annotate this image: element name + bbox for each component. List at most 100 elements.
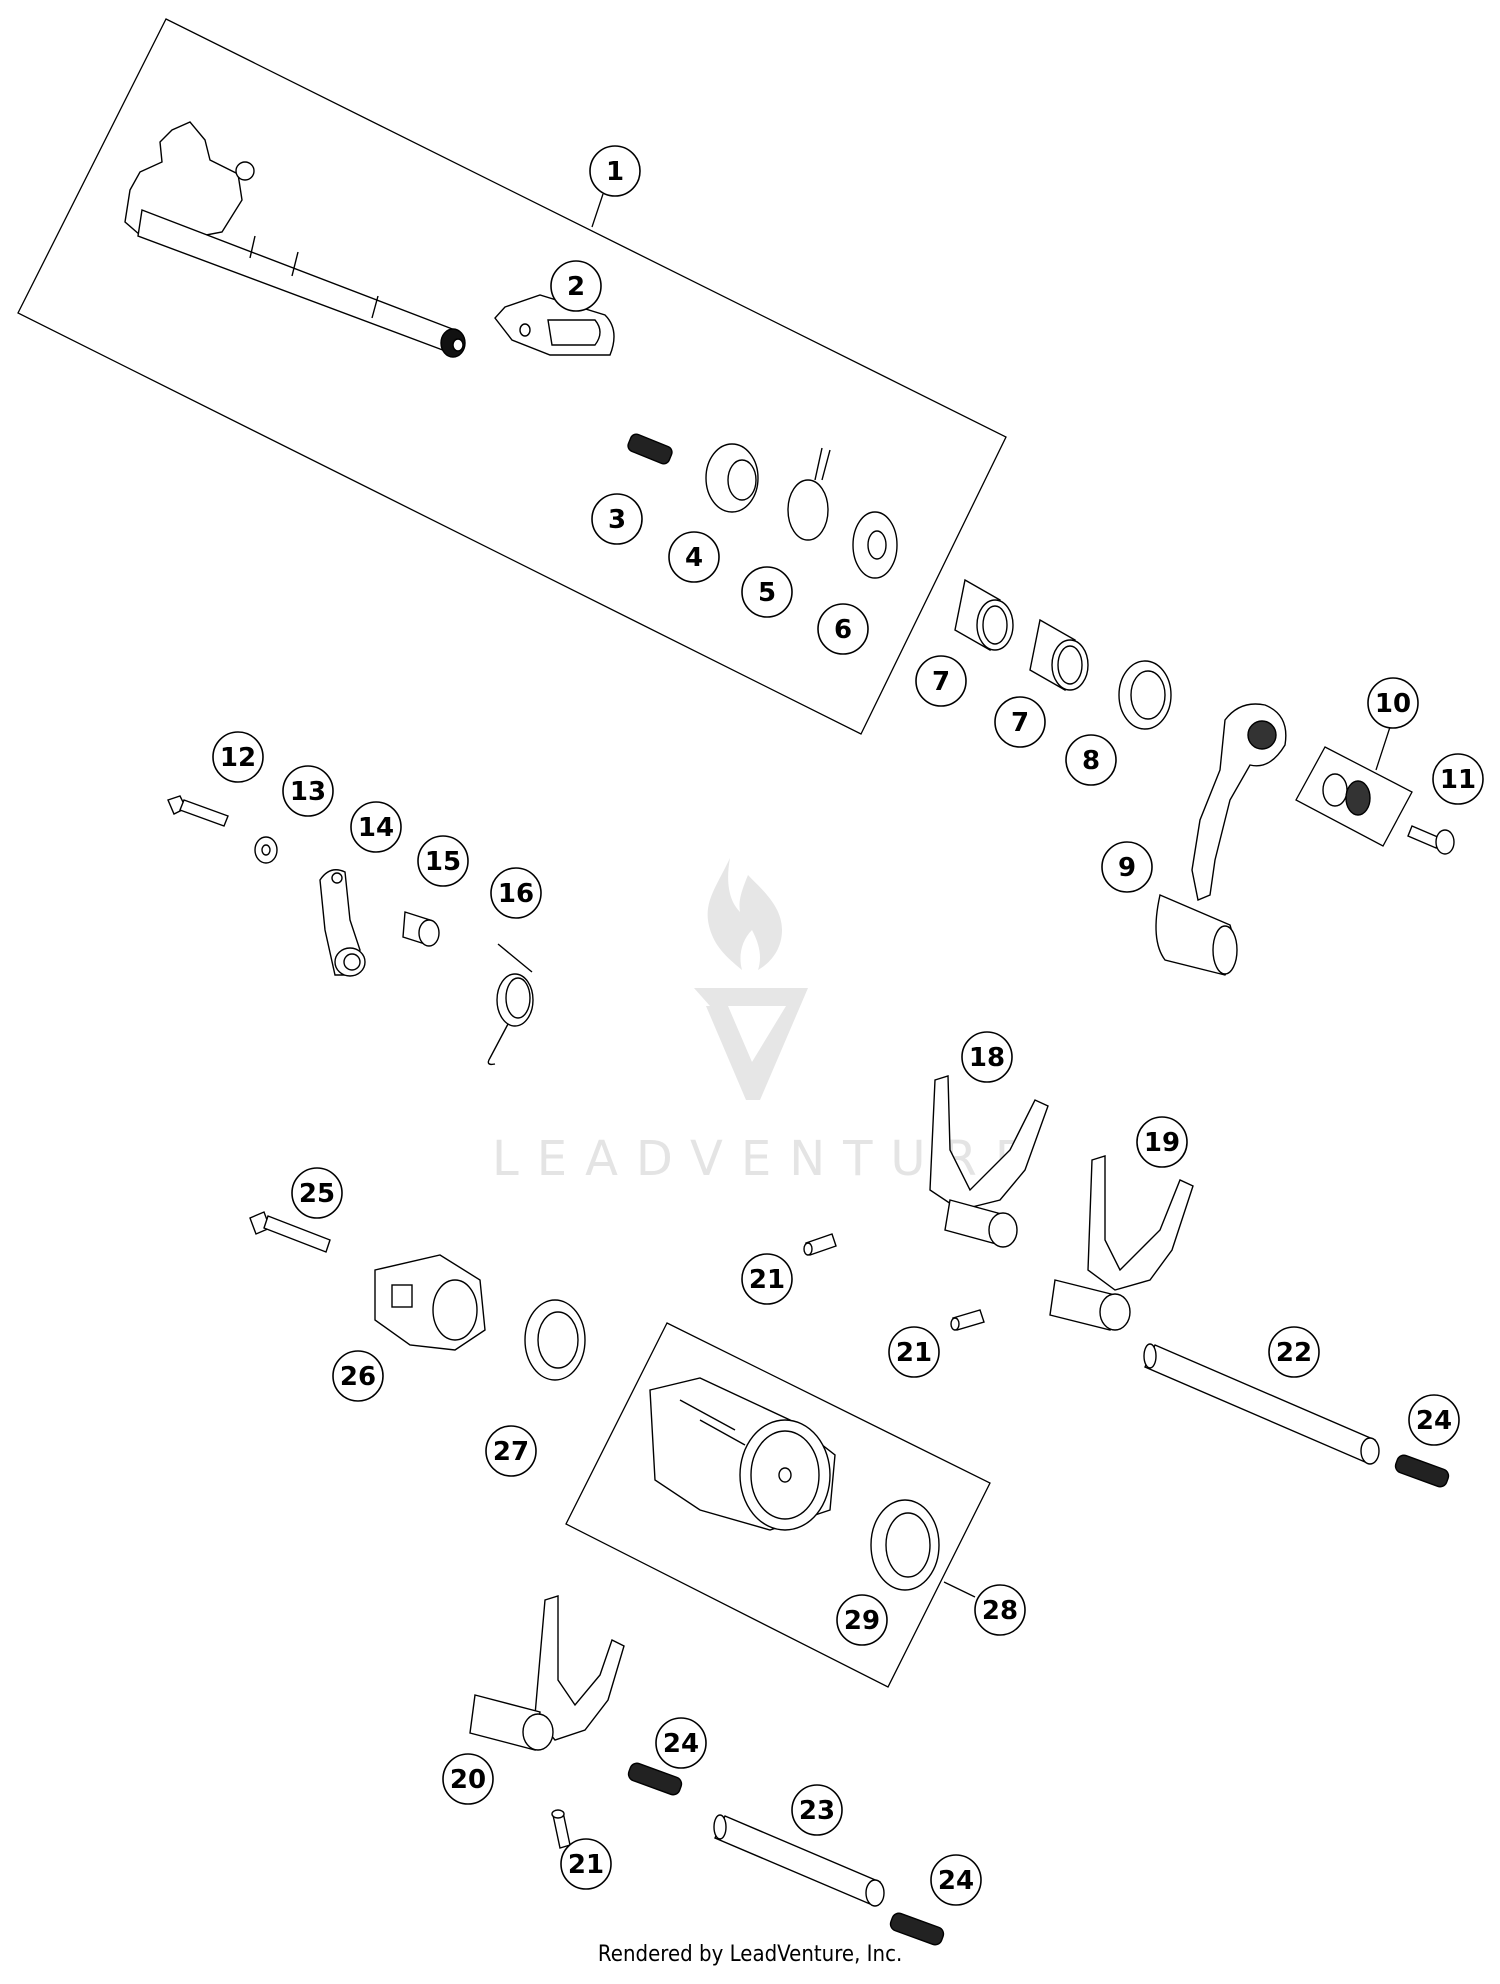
- part-torsion-spring: [487, 943, 534, 1066]
- callout-circle: [668, 531, 720, 583]
- callout-label: 24: [663, 1729, 699, 1759]
- callout-7[interactable]: 7: [915, 655, 967, 707]
- callout-circle: [741, 1253, 793, 1305]
- callout-circle: [888, 1326, 940, 1378]
- callout-label: 14: [358, 813, 394, 843]
- callout-18[interactable]: 18: [961, 1031, 1013, 1083]
- callout-15[interactable]: 15: [417, 835, 469, 887]
- callout-circle: [350, 801, 402, 853]
- leader-line-1: [591, 193, 604, 228]
- callout-12[interactable]: 12: [212, 731, 264, 783]
- callout-8[interactable]: 8: [1065, 734, 1117, 786]
- callout-16[interactable]: 16: [490, 867, 542, 919]
- callout-23[interactable]: 23: [791, 1784, 843, 1836]
- callout-1[interactable]: 1: [589, 145, 641, 197]
- part-bushing: [1029, 618, 1089, 692]
- callout-label: 20: [450, 1765, 486, 1795]
- callout-6[interactable]: 6: [817, 603, 869, 655]
- callout-27[interactable]: 27: [485, 1425, 537, 1477]
- callout-label: 10: [1375, 689, 1411, 719]
- group-boxes: [17, 18, 1413, 1688]
- callout-label: 16: [498, 879, 534, 909]
- callout-11[interactable]: 11: [1432, 753, 1484, 805]
- part-fork-shaft: [713, 1814, 885, 1907]
- callout-24[interactable]: 24: [930, 1854, 982, 1906]
- callout-circle: [741, 566, 793, 618]
- callout-26[interactable]: 26: [332, 1350, 384, 1402]
- callout-4[interactable]: 4: [668, 531, 720, 583]
- callout-circle: [550, 260, 602, 312]
- callout-2[interactable]: 2: [550, 260, 602, 312]
- part-fork-shaft: [1143, 1343, 1380, 1465]
- callout-20[interactable]: 20: [442, 1753, 494, 1805]
- callout-14[interactable]: 14: [350, 801, 402, 853]
- flame-logo-icon: [707, 858, 782, 970]
- callout-label: 29: [844, 1606, 880, 1636]
- group-box-1: [17, 18, 1007, 735]
- callout-circle: [282, 765, 334, 817]
- callout-22[interactable]: 22: [1268, 1326, 1320, 1378]
- part-bolt: [1407, 825, 1455, 855]
- part-shift-drum: [649, 1377, 836, 1531]
- callout-circle: [490, 867, 542, 919]
- callout-21[interactable]: 21: [888, 1326, 940, 1378]
- part-bolt: [167, 795, 229, 827]
- callout-label: 6: [834, 615, 852, 645]
- part-shift-fork: [1049, 1155, 1194, 1331]
- part-washer: [852, 511, 898, 579]
- part-roller: [402, 911, 440, 947]
- part-shift-drum-locating: [374, 1254, 486, 1351]
- parts: [124, 121, 1455, 1946]
- callout-25[interactable]: 25: [291, 1167, 343, 1219]
- callout-7[interactable]: 7: [994, 696, 1046, 748]
- callout-label: 18: [969, 1043, 1005, 1073]
- callout-5[interactable]: 5: [741, 566, 793, 618]
- callout-label: 15: [425, 847, 461, 877]
- callout-circle: [817, 603, 869, 655]
- part-clip: [787, 447, 831, 541]
- v-logo-icon: [694, 988, 808, 1100]
- callout-circle: [291, 1167, 343, 1219]
- callout-24[interactable]: 24: [655, 1717, 707, 1769]
- part-guide: [705, 443, 759, 513]
- callout-circle: [836, 1594, 888, 1646]
- leader-line-10: [1375, 726, 1391, 771]
- callout-label: 23: [799, 1796, 835, 1826]
- callout-3[interactable]: 3: [591, 493, 643, 545]
- callout-9[interactable]: 9: [1101, 841, 1153, 893]
- callout-label: 22: [1276, 1338, 1312, 1368]
- callout-circle: [930, 1854, 982, 1906]
- callout-13[interactable]: 13: [282, 765, 334, 817]
- part-bolt: [249, 1211, 331, 1253]
- part-bushing: [954, 578, 1014, 652]
- callout-label: 21: [896, 1338, 932, 1368]
- callout-circle: [212, 731, 264, 783]
- callout-circle: [1136, 1116, 1188, 1168]
- callout-label: 27: [493, 1437, 529, 1467]
- callout-label: 12: [220, 743, 256, 773]
- part-bearing: [524, 1299, 586, 1381]
- part-shift-fork: [469, 1595, 625, 1751]
- footer-text: Rendered by LeadVenture, Inc.: [597, 1942, 903, 1967]
- callout-layer: 1234567789101112131415161819202121212223…: [212, 145, 1484, 1906]
- part-shift-fork: [929, 1075, 1049, 1248]
- callout-28[interactable]: 28: [974, 1584, 1026, 1636]
- callout-circle: [1367, 677, 1419, 729]
- callout-21[interactable]: 21: [741, 1253, 793, 1305]
- callout-circle: [1101, 841, 1153, 893]
- callout-circle: [591, 493, 643, 545]
- callout-label: 9: [1118, 853, 1136, 883]
- part-washer: [254, 836, 278, 864]
- callout-label: 5: [758, 578, 776, 608]
- part-wave-washer-set: [1322, 773, 1371, 816]
- callout-19[interactable]: 19: [1136, 1116, 1188, 1168]
- part-shift-lever: [1155, 703, 1287, 976]
- callout-label: 21: [749, 1265, 785, 1295]
- callout-24[interactable]: 24: [1408, 1394, 1460, 1446]
- callout-21[interactable]: 21: [560, 1838, 612, 1890]
- callout-29[interactable]: 29: [836, 1594, 888, 1646]
- callout-circle: [442, 1753, 494, 1805]
- callout-10[interactable]: 10: [1367, 677, 1419, 729]
- callout-circle: [560, 1838, 612, 1890]
